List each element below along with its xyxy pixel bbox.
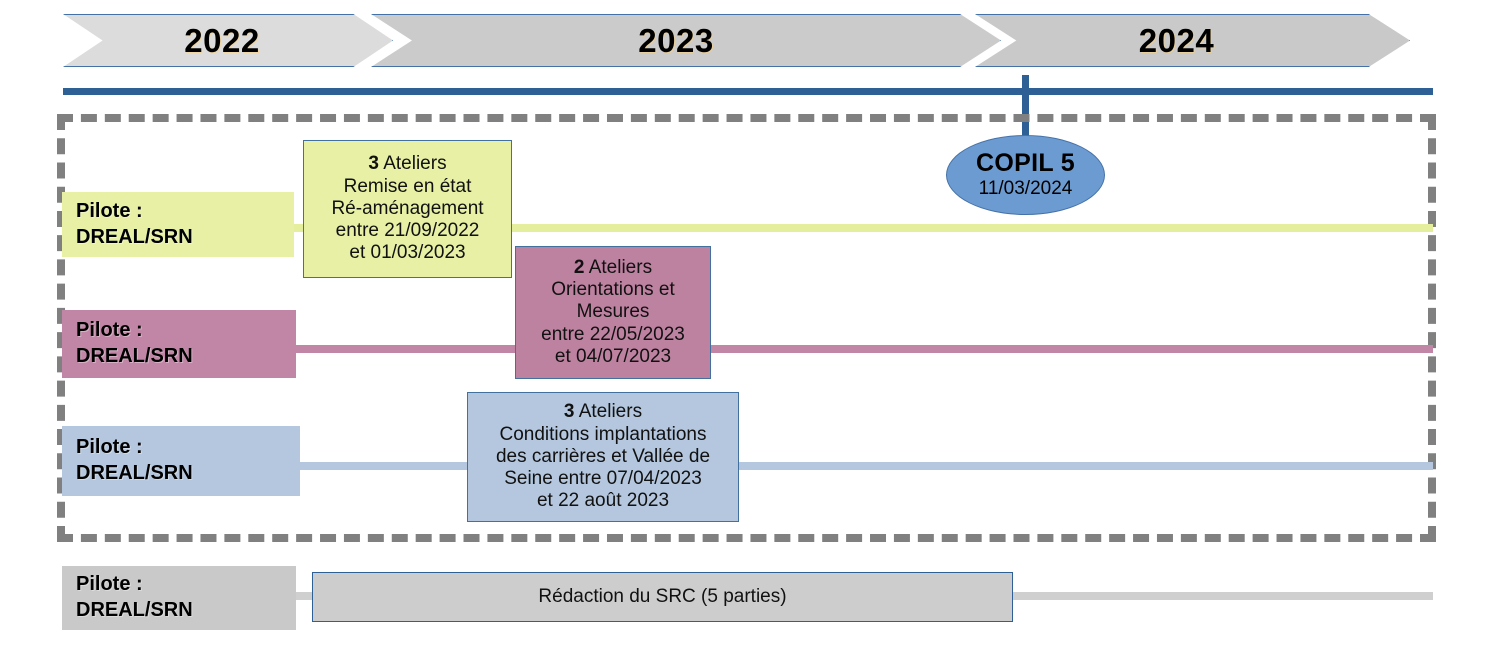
year-label-2023: 2023 <box>638 21 714 59</box>
milestone-date: 11/03/2024 <box>978 177 1073 199</box>
year-chevron-2022: 2022 <box>63 14 393 67</box>
event-detail-line: Remise en état <box>343 175 472 197</box>
event-detail-line: Orientations et <box>551 279 675 301</box>
pilot-label-line-2: DREAL/SRN <box>76 225 193 248</box>
pilot-label-line-2: DREAL/SRN <box>76 345 193 367</box>
event-detail-line: Seine entre 07/04/2023 <box>504 468 702 490</box>
event-count-line: 3 Ateliers <box>368 153 446 175</box>
pilot-label-line-1: Pilote : <box>76 436 143 459</box>
milestone-copil-5[interactable]: COPIL 5 11/03/2024 <box>946 135 1105 215</box>
event-detail-line: Conditions implantations <box>499 423 707 445</box>
event-box-workstream-3[interactable]: 3 Ateliers Conditions implantations des … <box>467 392 739 522</box>
event-detail-line: et 01/03/2023 <box>349 242 466 264</box>
workshops-group-container <box>57 114 1436 542</box>
event-count: 3 <box>368 153 379 175</box>
event-box-workstream-1[interactable]: 3 Ateliers Remise en état Ré-aménagement… <box>303 140 512 278</box>
event-detail-line: Ré-aménagement <box>331 197 484 219</box>
event-count-line: 3 Ateliers <box>564 401 642 423</box>
year-label-2024: 2024 <box>1138 21 1215 59</box>
event-detail-line: et 04/07/2023 <box>554 345 672 367</box>
year-axis: 2022 2023 2024 <box>0 0 1500 70</box>
event-count-label: Ateliers <box>574 401 643 423</box>
event-detail-line: Mesures <box>576 301 650 323</box>
event-detail-line: entre 21/09/2022 <box>335 220 480 242</box>
event-count-label: Ateliers <box>584 256 653 278</box>
pilot-label-workstream-2: Pilote : DREAL/SRN <box>62 310 296 378</box>
task-bar-redaction[interactable]: Rédaction du SRC (5 parties) <box>312 572 1013 622</box>
pilot-label-workstream-1: Pilote : DREAL/SRN <box>62 192 294 257</box>
pilot-label-line-1: Pilote : <box>76 319 143 342</box>
track-line-workstream-1 <box>294 224 1433 232</box>
pilot-label-line-2: DREAL/SRN <box>76 462 193 484</box>
task-bar-label: Rédaction du SRC (5 parties) <box>538 586 787 607</box>
pilot-label-workstream-3: Pilote : DREAL/SRN <box>62 426 300 496</box>
track-line-workstream-2 <box>294 345 1433 353</box>
event-count: 3 <box>563 401 575 423</box>
pilot-label-line-1: Pilote : <box>76 199 143 222</box>
event-detail-line: des carrières et Vallée de <box>495 445 711 467</box>
year-chevron-2023: 2023 <box>371 14 1001 67</box>
event-detail-line: et 22 août 2023 <box>536 490 670 512</box>
timeline-axis-rule <box>63 88 1433 95</box>
track-line-workstream-3 <box>299 462 1433 470</box>
event-box-workstream-2[interactable]: 2 Ateliers Orientations et Mesures entre… <box>515 246 711 379</box>
event-count-label: Ateliers <box>378 153 447 175</box>
year-chevron-2024: 2024 <box>975 14 1410 67</box>
year-label-2022: 2022 <box>184 21 260 59</box>
pilot-label-line-2: DREAL/SRN <box>76 599 193 621</box>
event-count: 2 <box>573 256 585 278</box>
pilot-label-redaction: Pilote : DREAL/SRN <box>62 566 296 630</box>
event-count-line: 2 Ateliers <box>574 257 652 279</box>
pilot-label-line-1: Pilote : <box>76 573 143 596</box>
milestone-title: COPIL 5 <box>976 149 1075 178</box>
event-detail-line: entre 22/05/2023 <box>541 323 685 345</box>
